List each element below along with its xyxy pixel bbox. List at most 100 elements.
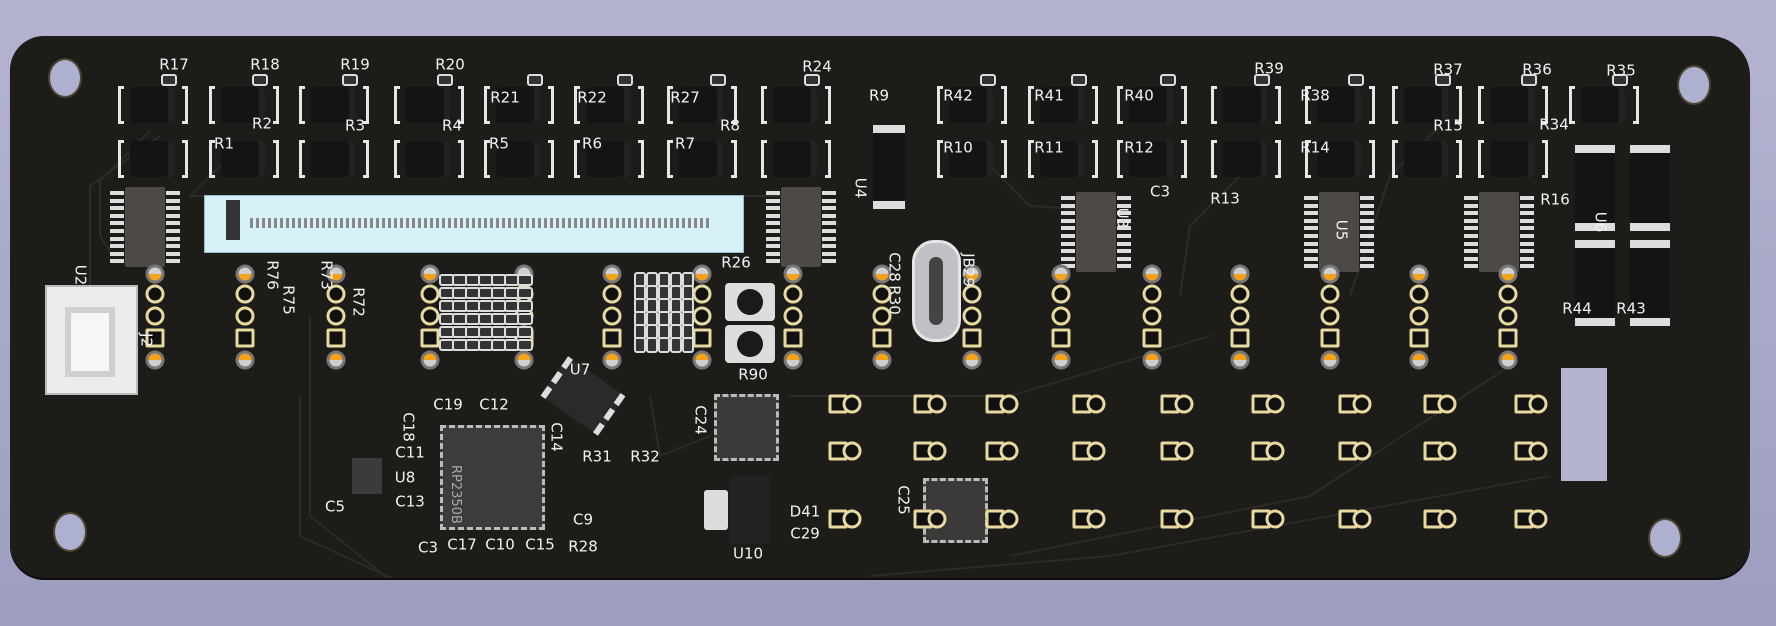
led-pad	[1265, 441, 1285, 461]
header-pin	[962, 350, 982, 370]
header-pin	[1320, 306, 1340, 326]
silkscreen-label: C17	[447, 535, 477, 554]
header-pin	[1051, 306, 1071, 326]
smd-diode-vertical	[1575, 240, 1615, 326]
smd-resistor	[1254, 74, 1270, 86]
silkscreen-label: R10	[943, 138, 973, 157]
silkscreen-label: R72	[349, 287, 368, 317]
silkscreen-label: R22	[577, 88, 607, 107]
header-pin	[326, 350, 346, 370]
header-pin	[602, 328, 622, 348]
smd-diode	[761, 86, 831, 124]
header-pin	[1320, 350, 1340, 370]
header-pin	[1230, 350, 1250, 370]
header-pin	[692, 328, 712, 348]
smd-passive	[646, 337, 658, 353]
smd-diode	[209, 140, 279, 178]
sot-diode-j	[873, 125, 905, 209]
smd-diode	[574, 140, 644, 178]
silkscreen-label: U3	[1113, 207, 1132, 229]
silkscreen-label: R36	[1522, 60, 1552, 79]
header-pin	[420, 328, 440, 348]
smd-passive	[517, 300, 533, 312]
led-pad	[999, 441, 1019, 461]
header-pin	[962, 264, 982, 284]
smd-diode	[1569, 86, 1639, 124]
header-pin	[1230, 328, 1250, 348]
smd-diode	[761, 140, 831, 178]
smd-passive	[517, 339, 533, 351]
silkscreen-label: R28	[568, 537, 598, 556]
silkscreen-label: R17	[159, 55, 189, 74]
smd-resistor	[437, 74, 453, 86]
header-pin	[783, 350, 803, 370]
silkscreen-label: U10	[732, 544, 764, 563]
header-pin	[1142, 328, 1162, 348]
header-pin	[602, 264, 622, 284]
silkscreen-label: R1	[214, 134, 234, 153]
silkscreen-label: R9	[869, 86, 889, 105]
smd-diode	[118, 140, 188, 178]
silkscreen-label: R26	[721, 253, 751, 272]
header-pin	[514, 350, 534, 370]
header-pin	[962, 284, 982, 304]
smd-diode	[574, 86, 644, 124]
silkscreen-label: R40	[1124, 86, 1154, 105]
header-pin	[783, 328, 803, 348]
smd-passive	[658, 337, 670, 353]
header-pin	[602, 350, 622, 370]
usb-c-connector[interactable]	[912, 240, 961, 342]
smd-diode	[118, 86, 188, 124]
regulator-tab	[704, 490, 728, 530]
header-pin	[602, 284, 622, 304]
smd-resistor	[1348, 74, 1364, 86]
silkscreen-label: J2	[137, 333, 156, 347]
silkscreen-label: R11	[1034, 138, 1064, 157]
silkscreen-label: R13	[1210, 189, 1240, 208]
silkscreen-label: R20	[435, 55, 465, 74]
header-pin	[962, 306, 982, 326]
silkscreen-label: C3	[1149, 182, 1171, 201]
smd-diode	[484, 140, 554, 178]
silkscreen-label: R32	[630, 447, 660, 466]
header-pin	[1320, 264, 1340, 284]
silkscreen-label: C14	[547, 422, 566, 452]
silkscreen-label: C11	[395, 443, 425, 462]
rp2350b-chip	[440, 425, 545, 530]
led-pad	[999, 509, 1019, 529]
led-pad	[842, 394, 862, 414]
push-button-r26[interactable]	[725, 283, 775, 321]
silkscreen-label: R8	[720, 116, 740, 135]
smd-diode	[1117, 86, 1187, 124]
smd-resistor	[1160, 74, 1176, 86]
header-pin	[420, 306, 440, 326]
silkscreen-label: R35	[1606, 61, 1636, 80]
silkscreen-label: C9	[572, 510, 594, 529]
silkscreen-label: R15	[1433, 116, 1463, 135]
header-pin	[1051, 264, 1071, 284]
silkscreen-label: C24	[691, 405, 710, 435]
header-pin	[783, 264, 803, 284]
silkscreen-label: C15	[525, 535, 555, 554]
smd-resistor	[1435, 74, 1451, 86]
smd-resistor	[710, 74, 726, 86]
header-pin	[420, 264, 440, 284]
header-pin	[1409, 284, 1429, 304]
led-pad	[1352, 394, 1372, 414]
header-pin	[962, 328, 982, 348]
push-button-r90[interactable]	[725, 325, 775, 363]
smd-resistor	[804, 74, 820, 86]
silkscreen-label: R34	[1539, 115, 1569, 134]
header-pin	[1409, 306, 1429, 326]
header-pin	[235, 264, 255, 284]
silkscreen-label: R6	[582, 134, 602, 153]
led-pad	[1437, 441, 1457, 461]
smd-resistor	[161, 74, 177, 86]
header-pin	[1498, 350, 1518, 370]
header-pin	[692, 306, 712, 326]
silkscreen-label: R39	[1254, 59, 1284, 78]
silkscreen-label: U7	[569, 360, 591, 379]
soic-ic	[766, 187, 836, 267]
header-pin	[692, 350, 712, 370]
silkscreen-label: R7	[675, 134, 695, 153]
